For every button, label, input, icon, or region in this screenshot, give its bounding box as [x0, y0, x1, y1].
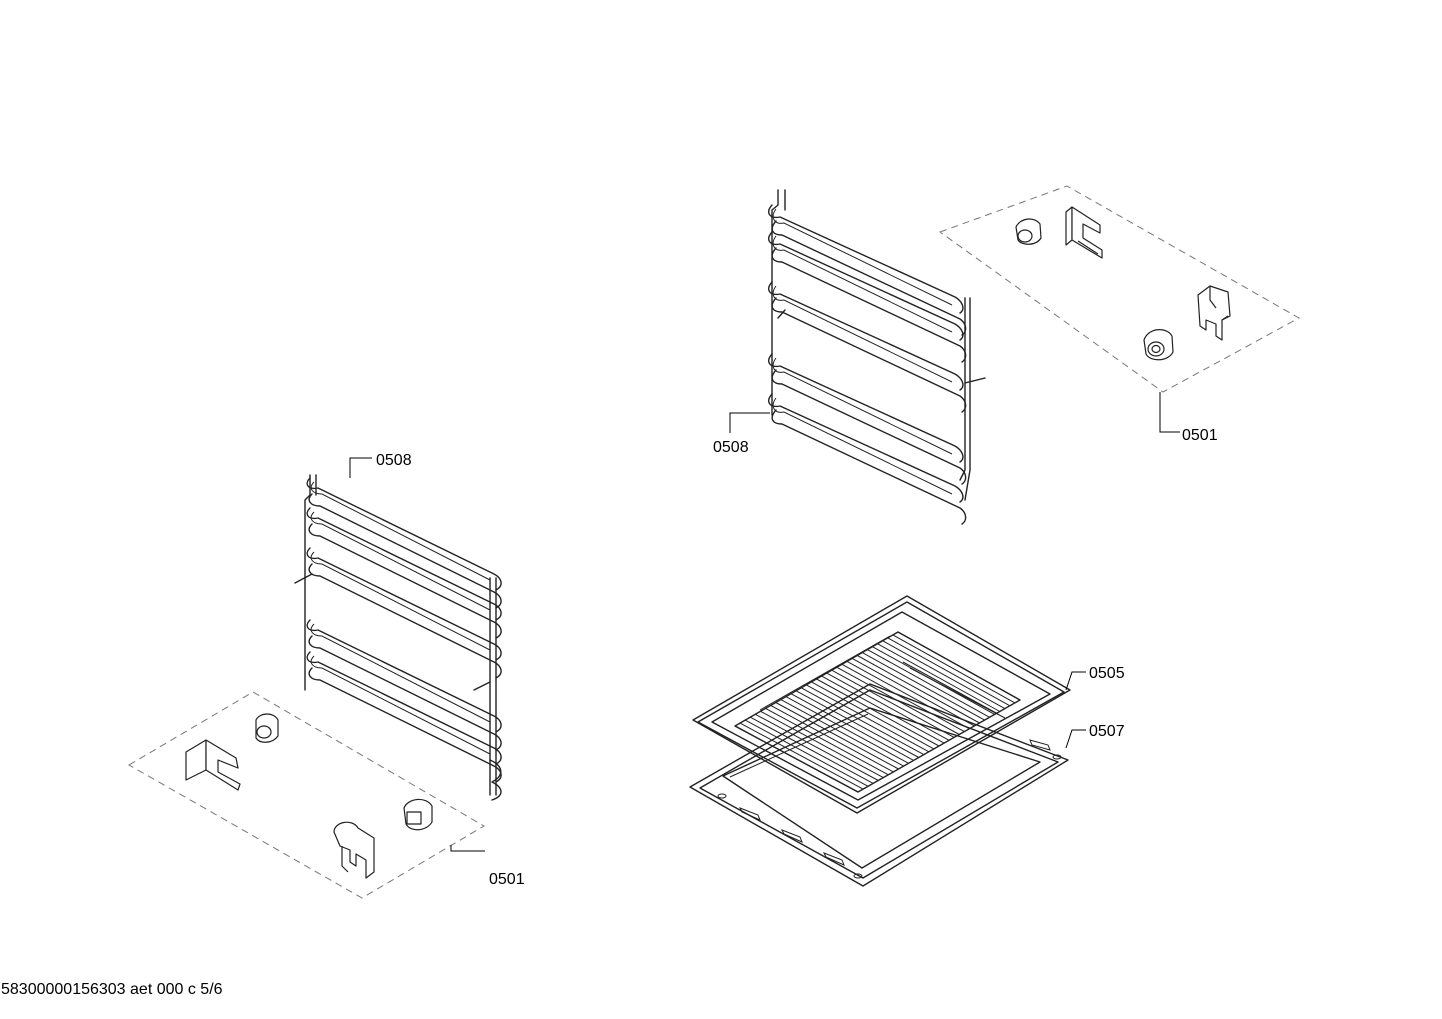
clip-bracket-left-1 [185, 739, 241, 791]
part-number-0508-right: 0508 [713, 439, 749, 456]
part-number-0501-right: 0501 [1182, 427, 1218, 444]
clip-hook-left-2 [333, 821, 375, 879]
rack-rail [772, 235, 953, 333]
rack-rail [310, 655, 491, 755]
grid-bar [770, 704, 894, 773]
rack-rail [308, 493, 502, 609]
callout-grid-shelf: 0505 [1065, 665, 1125, 691]
grid-bar [739, 722, 864, 790]
rack-rail [771, 247, 967, 363]
part-number-0501-left: 0501 [489, 871, 525, 888]
rack-rail [308, 667, 502, 783]
part-number-0508-left: 0508 [376, 452, 412, 469]
side-rack-left [294, 474, 502, 801]
grid-bar [765, 707, 889, 776]
grid-bar [775, 702, 899, 770]
clip-knob-right-1 [1015, 218, 1042, 245]
callout-rack-right: 0508 [713, 412, 770, 456]
side-rack-right [768, 189, 986, 525]
rack-rail [771, 409, 967, 525]
rack-rail [768, 393, 964, 503]
clip-hook-right-2 [1197, 285, 1231, 341]
rack-rail [306, 507, 502, 621]
grid-bar [755, 713, 879, 781]
grid-bar [862, 652, 985, 721]
callout-baking-tray: 0507 [1065, 723, 1125, 749]
rack-rail [306, 547, 502, 661]
grid-bar [734, 725, 859, 793]
grid-bar [785, 696, 909, 764]
rack-rail [310, 551, 491, 651]
rack-rail [768, 281, 964, 391]
clip-kit-left [128, 691, 485, 899]
rack-rail [308, 563, 502, 679]
rack-rail [768, 204, 964, 314]
rack-rail [768, 353, 964, 463]
rack-rail [306, 477, 502, 591]
grid-bar [831, 669, 955, 738]
grid-bar [811, 681, 935, 750]
grid-bar [821, 675, 945, 744]
rack-rail [308, 635, 502, 751]
rack-rail [310, 511, 491, 611]
rack-rail [772, 397, 953, 495]
rack-rail [489, 759, 502, 801]
grid-bar [897, 631, 1021, 701]
grid-bar [790, 693, 914, 761]
grid-bar [816, 678, 940, 747]
grid-bar [795, 690, 920, 758]
callout-rack-left: 0508 [349, 452, 412, 478]
clip-kit-right [938, 185, 1301, 393]
grid-bar [750, 716, 874, 784]
rack-rail [308, 523, 502, 639]
grid-bar [780, 699, 904, 767]
rack-rail [771, 297, 967, 413]
clip-bracket-right-1 [1065, 206, 1103, 259]
rack-rail [768, 231, 964, 341]
rack-rail [306, 619, 502, 733]
document-footer-code: 58300000156303 aet 000 c 5/6 [1, 981, 223, 998]
grid-bar [841, 663, 965, 733]
callout-clips-left: 0501 [450, 845, 525, 888]
rack-rail [772, 357, 953, 455]
grid-bar [760, 710, 884, 779]
grid-bar [806, 684, 930, 753]
rack-rail [771, 220, 967, 336]
callout-clips-right: 0501 [1159, 392, 1218, 444]
grid-bar [882, 640, 1006, 710]
clip-knob-right-2 [1143, 329, 1174, 361]
grid-bar [851, 657, 975, 727]
grid-bar [800, 687, 925, 756]
baking-tray [689, 683, 1069, 887]
grid-bar [877, 643, 1001, 712]
grid-bar [867, 649, 990, 718]
rack-rail [310, 481, 491, 581]
grid-shelf [692, 595, 1071, 814]
rack-rail [772, 208, 953, 306]
grid-bar [857, 655, 980, 724]
rack-rail [772, 285, 953, 383]
clip-knob-left-2 [403, 798, 433, 831]
grid-bar [846, 660, 970, 730]
rack-rail [771, 369, 967, 485]
grid-bar [744, 719, 869, 787]
part-number-0505: 0505 [1089, 665, 1125, 682]
grid-bar [887, 637, 1011, 707]
rack-rail [310, 623, 491, 723]
grid-bar [892, 634, 1016, 704]
part-number-0507: 0507 [1089, 723, 1125, 740]
clip-knob-left-1 [255, 713, 279, 743]
grid-bar [826, 672, 950, 741]
rack-rail [306, 651, 502, 765]
